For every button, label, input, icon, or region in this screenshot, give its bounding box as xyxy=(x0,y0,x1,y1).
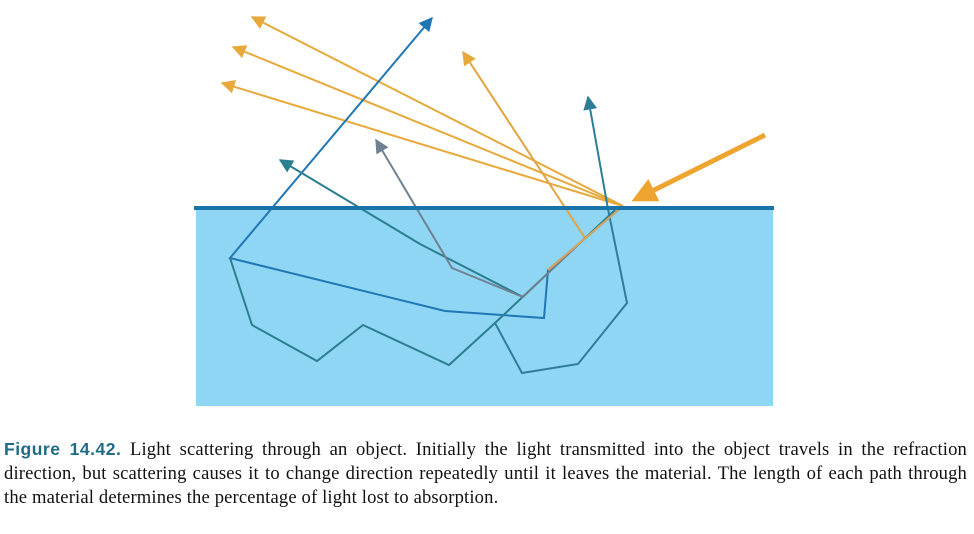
scatter-path-right xyxy=(494,95,629,375)
scattering-diagram xyxy=(194,16,774,406)
scatter-path-teal-left xyxy=(278,159,524,298)
scatter-path-gray xyxy=(375,138,586,299)
caption-label: Figure 14.42. xyxy=(4,439,122,459)
material-block xyxy=(196,208,773,406)
figure-caption: Figure 14.42. Light scattering through a… xyxy=(4,437,967,511)
refracted-ray xyxy=(547,205,624,271)
reflected-ray-3 xyxy=(220,80,624,207)
reflected-ray-1 xyxy=(250,16,624,207)
caption-text: Light scattering through an object. Init… xyxy=(4,439,967,509)
reflected-rays xyxy=(220,16,624,207)
incident-ray xyxy=(631,132,767,202)
reflected-ray-2 xyxy=(231,45,624,207)
